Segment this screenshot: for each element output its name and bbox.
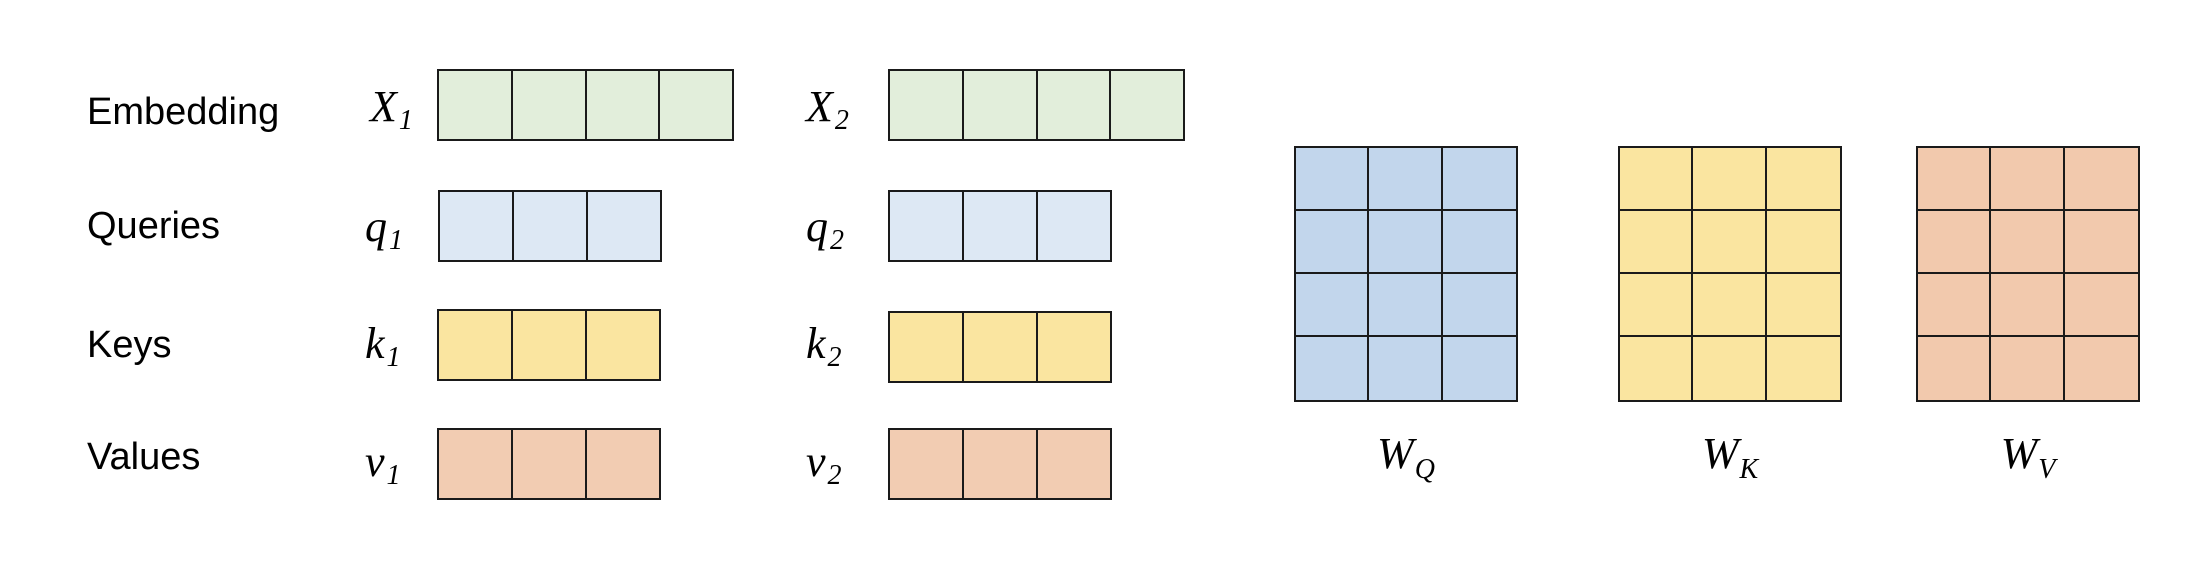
weight-matrix-wv bbox=[1916, 146, 2140, 402]
matrix-cell bbox=[1766, 148, 1840, 211]
matrix-cell bbox=[1991, 274, 2065, 337]
vector-cell bbox=[962, 313, 1036, 381]
matrix-cell bbox=[2064, 274, 2138, 337]
symbol-v2: v2 bbox=[806, 437, 842, 491]
vector-cell bbox=[1035, 71, 1110, 139]
vector-cell bbox=[511, 430, 585, 498]
matrix-cell bbox=[1918, 337, 1992, 400]
matrix-cell bbox=[1442, 274, 1516, 337]
vector-cell bbox=[511, 311, 585, 379]
vector-cell bbox=[440, 192, 512, 260]
row-label-values: Values bbox=[87, 436, 201, 478]
matrix-cell bbox=[1443, 337, 1516, 400]
matrix-cell bbox=[1991, 337, 2065, 400]
vector-cell bbox=[890, 313, 962, 381]
matrix-cell bbox=[1693, 274, 1767, 337]
matrix-cell bbox=[2064, 211, 2138, 274]
vector-cell bbox=[510, 71, 585, 139]
weight-matrix-wk bbox=[1618, 146, 1842, 402]
vector-cell bbox=[1036, 313, 1110, 381]
vector-cell bbox=[1036, 192, 1110, 260]
vector-cell bbox=[658, 71, 732, 139]
vector-cell bbox=[585, 311, 659, 379]
vector-cell bbox=[890, 430, 962, 498]
matrix-cell bbox=[1766, 211, 1840, 274]
symbol-x2: X2 bbox=[806, 82, 849, 136]
matrix-cell bbox=[1693, 337, 1767, 400]
matrix-cell bbox=[1296, 337, 1370, 400]
matrix-cell bbox=[1296, 274, 1370, 337]
matrix-cell bbox=[1442, 148, 1516, 211]
matrix-cell bbox=[1620, 274, 1694, 337]
vector-cell bbox=[890, 71, 962, 139]
key-vector-k2 bbox=[888, 311, 1112, 383]
vector-cell bbox=[962, 192, 1036, 260]
matrix-cell bbox=[1991, 211, 2065, 274]
symbol-k1: k1 bbox=[365, 319, 401, 373]
vector-cell bbox=[512, 192, 586, 260]
value-vector-v2 bbox=[888, 428, 1112, 500]
row-label-queries: Queries bbox=[87, 205, 221, 247]
label-wq: WQ bbox=[1377, 429, 1435, 485]
symbol-k2: k2 bbox=[806, 319, 842, 373]
matrix-cell bbox=[1442, 211, 1516, 274]
query-vector-q2 bbox=[888, 190, 1112, 262]
matrix-cell bbox=[1766, 274, 1840, 337]
matrix-cell bbox=[2064, 148, 2138, 211]
vector-cell bbox=[961, 71, 1036, 139]
row-label-keys: Keys bbox=[87, 324, 172, 366]
matrix-cell bbox=[1693, 148, 1767, 211]
vector-cell bbox=[586, 192, 660, 260]
vector-cell bbox=[1109, 71, 1183, 139]
vector-cell bbox=[439, 311, 511, 379]
matrix-cell bbox=[1918, 148, 1992, 211]
matrix-cell bbox=[1918, 211, 1992, 274]
symbol-x1: X1 bbox=[370, 82, 413, 136]
matrix-cell bbox=[1767, 337, 1840, 400]
matrix-cell bbox=[1369, 211, 1443, 274]
symbol-q2: q2 bbox=[806, 202, 844, 256]
matrix-cell bbox=[1620, 148, 1694, 211]
matrix-cell bbox=[1620, 211, 1694, 274]
matrix-cell bbox=[1296, 211, 1370, 274]
vector-cell bbox=[890, 192, 962, 260]
vector-cell bbox=[439, 430, 511, 498]
matrix-cell bbox=[1918, 274, 1992, 337]
query-vector-q1 bbox=[438, 190, 662, 262]
vector-cell bbox=[439, 71, 511, 139]
embedding-vector-x1 bbox=[437, 69, 734, 141]
vector-cell bbox=[1036, 430, 1110, 498]
symbol-q1: q1 bbox=[365, 202, 403, 256]
symbol-v1: v1 bbox=[365, 437, 401, 491]
key-vector-k1 bbox=[437, 309, 661, 381]
embedding-vector-x2 bbox=[888, 69, 1185, 141]
matrix-cell bbox=[1991, 148, 2065, 211]
vector-cell bbox=[962, 430, 1036, 498]
matrix-cell bbox=[1369, 274, 1443, 337]
vector-cell bbox=[585, 430, 659, 498]
matrix-cell bbox=[1693, 211, 1767, 274]
value-vector-v1 bbox=[437, 428, 661, 500]
matrix-cell bbox=[1369, 337, 1443, 400]
matrix-cell bbox=[1620, 337, 1694, 400]
matrix-cell bbox=[2065, 337, 2138, 400]
label-wv: WV bbox=[2000, 429, 2056, 485]
matrix-cell bbox=[1296, 148, 1370, 211]
vector-cell bbox=[584, 71, 659, 139]
label-wk: WK bbox=[1701, 429, 1759, 485]
row-label-embedding: Embedding bbox=[87, 91, 280, 133]
weight-matrix-wq bbox=[1294, 146, 1518, 402]
matrix-cell bbox=[1369, 148, 1443, 211]
